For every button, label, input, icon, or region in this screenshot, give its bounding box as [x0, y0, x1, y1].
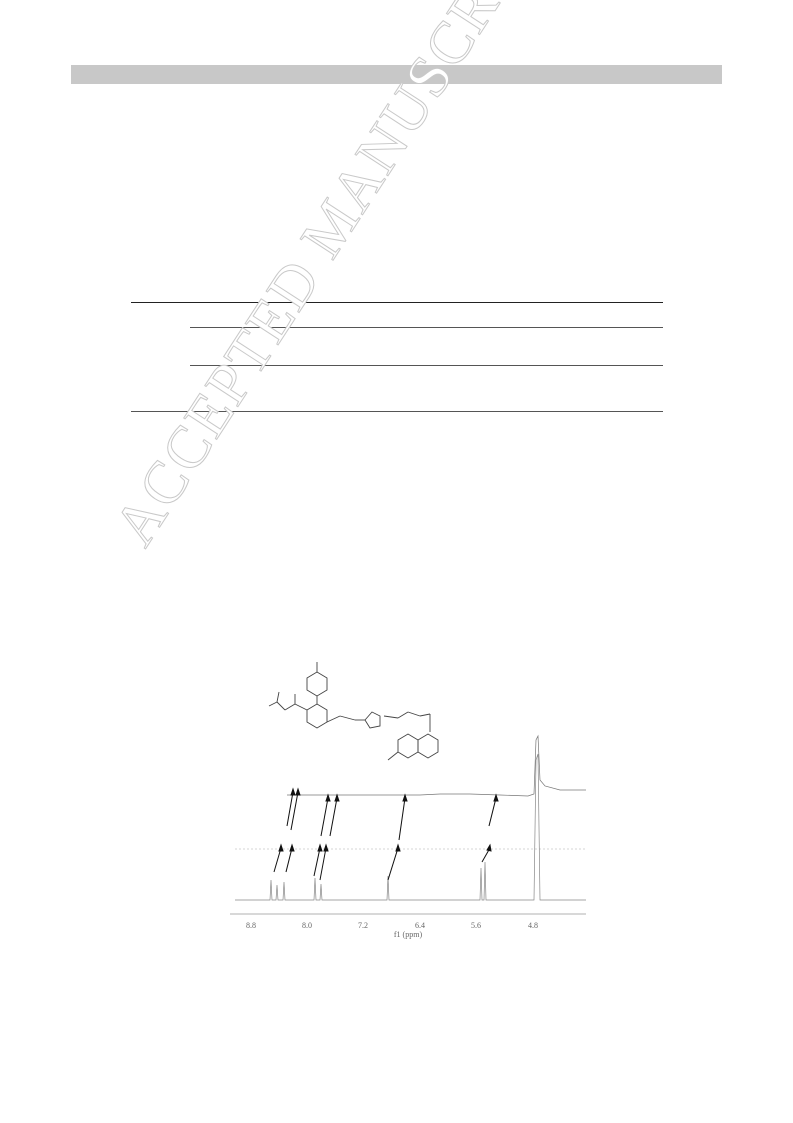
- table-bottom-rule: [131, 411, 663, 412]
- x-tick-label: 8.0: [302, 921, 312, 930]
- table-top-rule: [131, 302, 663, 303]
- table-subheader-rule: [190, 327, 663, 328]
- peak-arrows-upper: [286, 787, 499, 841]
- molecule-structure: [268, 662, 439, 761]
- peak-arrows-lower: [273, 843, 492, 881]
- table-mid-rule: [190, 365, 663, 366]
- x-tick-labels: 8.8 8.0 7.2 6.4 5.6 4.8: [246, 921, 538, 930]
- header-bar: [71, 65, 722, 84]
- lower-spectrum-trace: [235, 753, 586, 901]
- x-axis-label: f1 (ppm): [394, 930, 423, 939]
- x-tick-label: 4.8: [528, 921, 538, 930]
- upper-spectrum-trace: [287, 734, 586, 797]
- x-tick-label: 8.8: [246, 921, 256, 930]
- x-tick-label: 6.4: [415, 921, 425, 930]
- x-tick-label: 5.6: [471, 921, 481, 930]
- accepted-manuscript-watermark: ACCEPTED MANUSCRIPT: [100, 0, 565, 557]
- x-tick-label: 7.2: [358, 921, 368, 930]
